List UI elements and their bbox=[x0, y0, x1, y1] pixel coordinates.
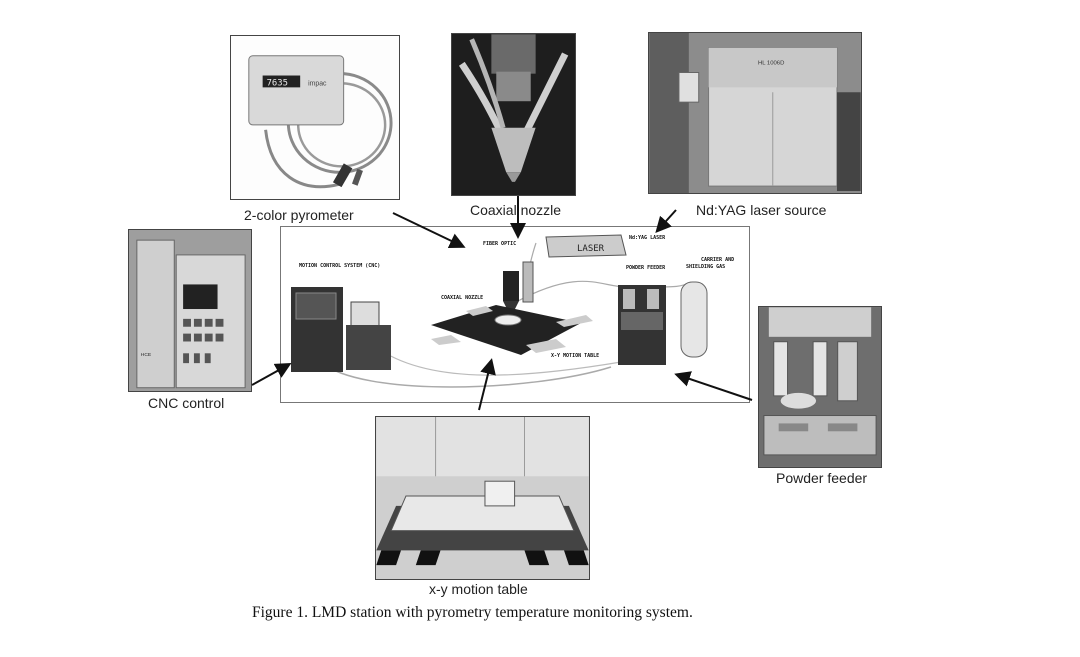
coaxial-nozzle-photo bbox=[451, 33, 576, 196]
laser-box-label: LASER bbox=[577, 244, 605, 254]
powder-arrow bbox=[674, 371, 753, 401]
powder-feeder-caption: Powder feeder bbox=[776, 470, 868, 486]
laser-arrow bbox=[655, 209, 677, 233]
cnc-control-photo: HCE bbox=[128, 229, 252, 392]
figure-caption: Figure 1. LMD station with pyrometry tem… bbox=[252, 604, 693, 621]
pyrometer-display-text: 7635 bbox=[267, 78, 288, 88]
pyrometer-photo: 7635 impac bbox=[230, 35, 400, 200]
motion-table-arrow bbox=[478, 358, 496, 411]
laser-source-photo: HL 1006D bbox=[648, 32, 862, 194]
coaxial-nozzle-caption: Coaxial nozzle bbox=[470, 202, 562, 218]
xy-motion-table-caption: x-y motion table bbox=[429, 581, 528, 597]
fiber-optic-label: FIBER OPTIC bbox=[483, 241, 516, 247]
coaxial-nozzle-label: COAXIAL NOZZLE bbox=[441, 295, 483, 301]
cnc-panel-text: HCE bbox=[141, 352, 152, 358]
laser-source-caption: Nd:YAG laser source bbox=[696, 202, 827, 218]
lmd-schematic: MOTION CONTROL SYSTEM (CNC) FIBER OPTIC … bbox=[280, 226, 750, 403]
motion-control-label: MOTION CONTROL SYSTEM (CNC) bbox=[299, 263, 380, 269]
xy-motion-table-photo bbox=[375, 416, 590, 580]
ndyag-label: Nd:YAG LASER bbox=[629, 235, 666, 241]
powder-feeder-photo bbox=[758, 306, 882, 468]
xy-table-label: X-Y MOTION TABLE bbox=[551, 353, 599, 359]
carrier-gas-label-line1: CARRIER AND bbox=[701, 257, 734, 263]
cnc-arrow bbox=[251, 363, 292, 386]
pyrometer-caption: 2-color pyrometer bbox=[244, 207, 354, 223]
cnc-control-caption: CNC control bbox=[148, 395, 225, 411]
pyrometer-arrow bbox=[392, 212, 466, 249]
powder-feeder-label: POWDER FEEDER bbox=[626, 265, 666, 271]
pyrometer-brand-text: impac bbox=[308, 80, 327, 87]
laser-brand-text: HL 1006D bbox=[758, 61, 784, 67]
carrier-gas-label-line2: SHIELDING GAS bbox=[686, 264, 725, 270]
